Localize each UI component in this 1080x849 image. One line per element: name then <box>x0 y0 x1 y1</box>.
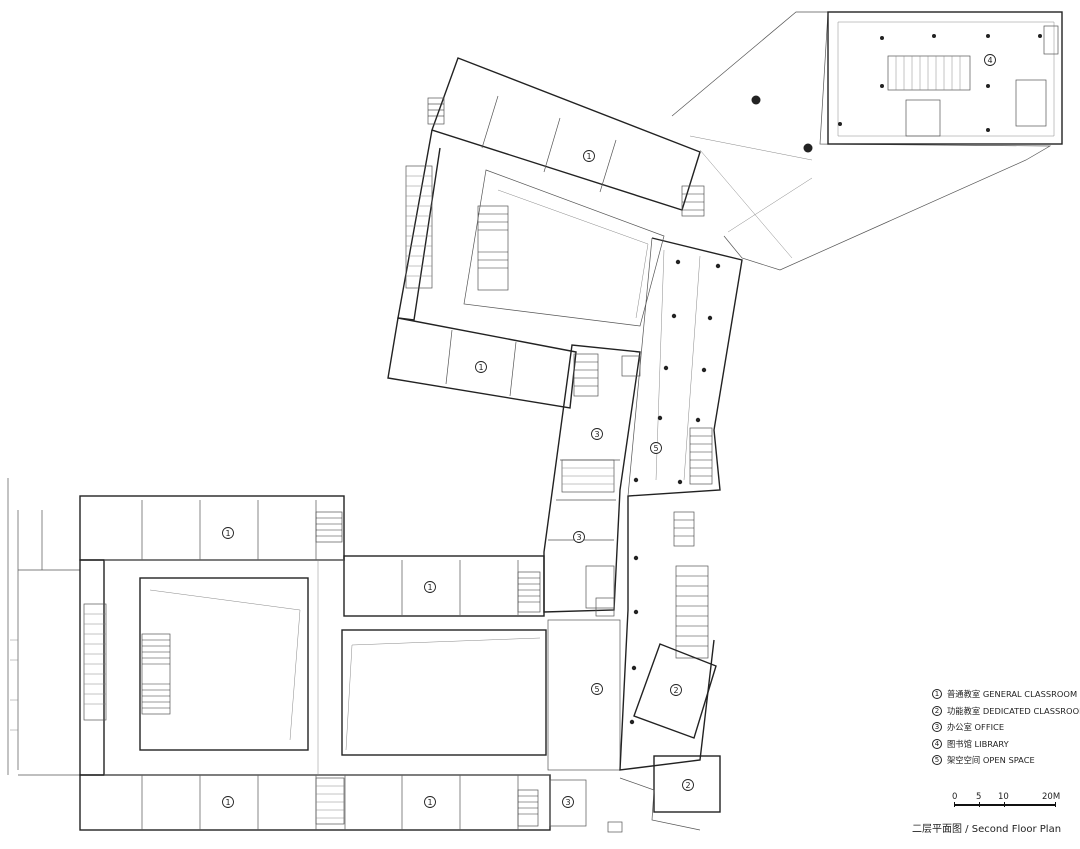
scale-tick <box>1004 802 1005 807</box>
room-markers: 1 1 1 1 1 1 2 2 3 3 3 4 5 5 <box>222 54 996 808</box>
canopy-outline <box>671 11 1052 271</box>
scale-tick <box>979 802 980 807</box>
library-block <box>827 11 1063 145</box>
legend-label: 图书馆 LIBRARY <box>947 738 1009 749</box>
left-edge-strip <box>7 478 80 776</box>
svg-text:1: 1 <box>586 152 591 161</box>
svg-text:2: 2 <box>685 781 690 790</box>
scale-tick-label: 10 <box>998 792 1009 802</box>
room-marker-office-3: 3 <box>562 796 574 808</box>
scale-tick-label: 0 <box>952 792 958 802</box>
room-marker-general-classroom-6: 1 <box>424 796 436 808</box>
lower-building-block <box>79 495 621 831</box>
room-marker-dedicated-classroom-2: 2 <box>682 779 694 791</box>
scale-line <box>954 804 1056 806</box>
stair-lower-left <box>141 633 171 715</box>
stair-upper-wing-4 <box>427 97 445 125</box>
room-legend: 1 普通教室 GENERAL CLASSROOM 2 功能教室 DEDICATE… <box>932 686 1080 769</box>
stair-lower-mid <box>517 571 541 613</box>
dedicated-classroom-upper <box>633 643 717 739</box>
svg-text:1: 1 <box>427 798 432 807</box>
room-marker-open-space-2: 5 <box>591 683 603 695</box>
legend-label: 架空空间 OPEN SPACE <box>947 755 1035 766</box>
scale-bar: 0 5 10 20M <box>948 792 1068 816</box>
svg-text:1: 1 <box>225 529 230 538</box>
svg-text:3: 3 <box>565 798 570 807</box>
stair-upper-wing-3 <box>681 185 705 217</box>
room-marker-general-classroom-2: 1 <box>475 361 487 373</box>
svg-text:2: 2 <box>673 686 678 695</box>
legend-item-dedicated-classroom: 2 功能教室 DEDICATED CLASSROOM <box>932 703 1080 720</box>
office-bottom-right <box>549 779 623 833</box>
room-marker-office-2: 3 <box>573 531 585 543</box>
stair-open-space-1 <box>689 427 713 485</box>
svg-text:5: 5 <box>594 685 599 694</box>
room-marker-general-classroom-3: 1 <box>222 527 234 539</box>
legend-item-library: 4 图书馆 LIBRARY <box>932 736 1080 753</box>
upper-rotated-wing <box>387 57 701 409</box>
stair-upper-wing-1 <box>477 205 509 291</box>
legend-item-office: 3 办公室 OFFICE <box>932 719 1080 736</box>
legend-number: 5 <box>932 755 942 766</box>
svg-text:4: 4 <box>987 56 992 65</box>
restrooms-lower-bottom <box>315 777 345 825</box>
svg-text:3: 3 <box>594 430 599 439</box>
room-marker-general-classroom-1: 1 <box>583 150 595 162</box>
legend-number: 4 <box>932 738 942 749</box>
central-spine <box>543 344 641 617</box>
dedicated-classroom-lower <box>619 755 721 831</box>
legend-label: 普通教室 GENERAL CLASSROOM <box>947 689 1078 700</box>
svg-text:5: 5 <box>653 444 658 453</box>
legend-item-general-classroom: 1 普通教室 GENERAL CLASSROOM <box>932 686 1080 703</box>
svg-text:3: 3 <box>576 533 581 542</box>
svg-text:1: 1 <box>478 363 483 372</box>
scale-tick <box>954 802 955 807</box>
legend-number: 3 <box>932 722 942 733</box>
open-space-corridor <box>619 237 743 771</box>
room-marker-office-1: 3 <box>591 428 603 440</box>
legend-label: 功能教室 DEDICATED CLASSROOM <box>947 705 1080 716</box>
scale-tick-label: 5 <box>976 792 982 802</box>
scale-tick <box>1055 802 1056 807</box>
scale-tick-label: 20M <box>1042 792 1061 802</box>
room-marker-library: 4 <box>984 54 996 66</box>
legend-number: 1 <box>932 689 942 700</box>
plan-title: 二层平面图 / Second Floor Plan <box>912 824 1062 835</box>
legend-label: 办公室 OFFICE <box>947 722 1005 733</box>
room-marker-dedicated-classroom-1: 2 <box>670 684 682 696</box>
svg-text:1: 1 <box>427 583 432 592</box>
stair-lower-top <box>315 511 343 543</box>
svg-text:1: 1 <box>225 798 230 807</box>
room-marker-open-space-1: 5 <box>650 442 662 454</box>
legend-number: 2 <box>932 705 942 716</box>
restrooms-lower-left <box>83 603 107 721</box>
room-marker-general-classroom-5: 1 <box>222 796 234 808</box>
stair-open-space-3 <box>673 511 695 547</box>
stair-lower-bottom <box>517 789 539 827</box>
stair-upper-wing-2 <box>573 353 599 397</box>
stair-open-space-2 <box>675 565 709 659</box>
room-marker-general-classroom-4: 1 <box>424 581 436 593</box>
legend-item-open-space: 5 架空空间 OPEN SPACE <box>932 752 1080 769</box>
